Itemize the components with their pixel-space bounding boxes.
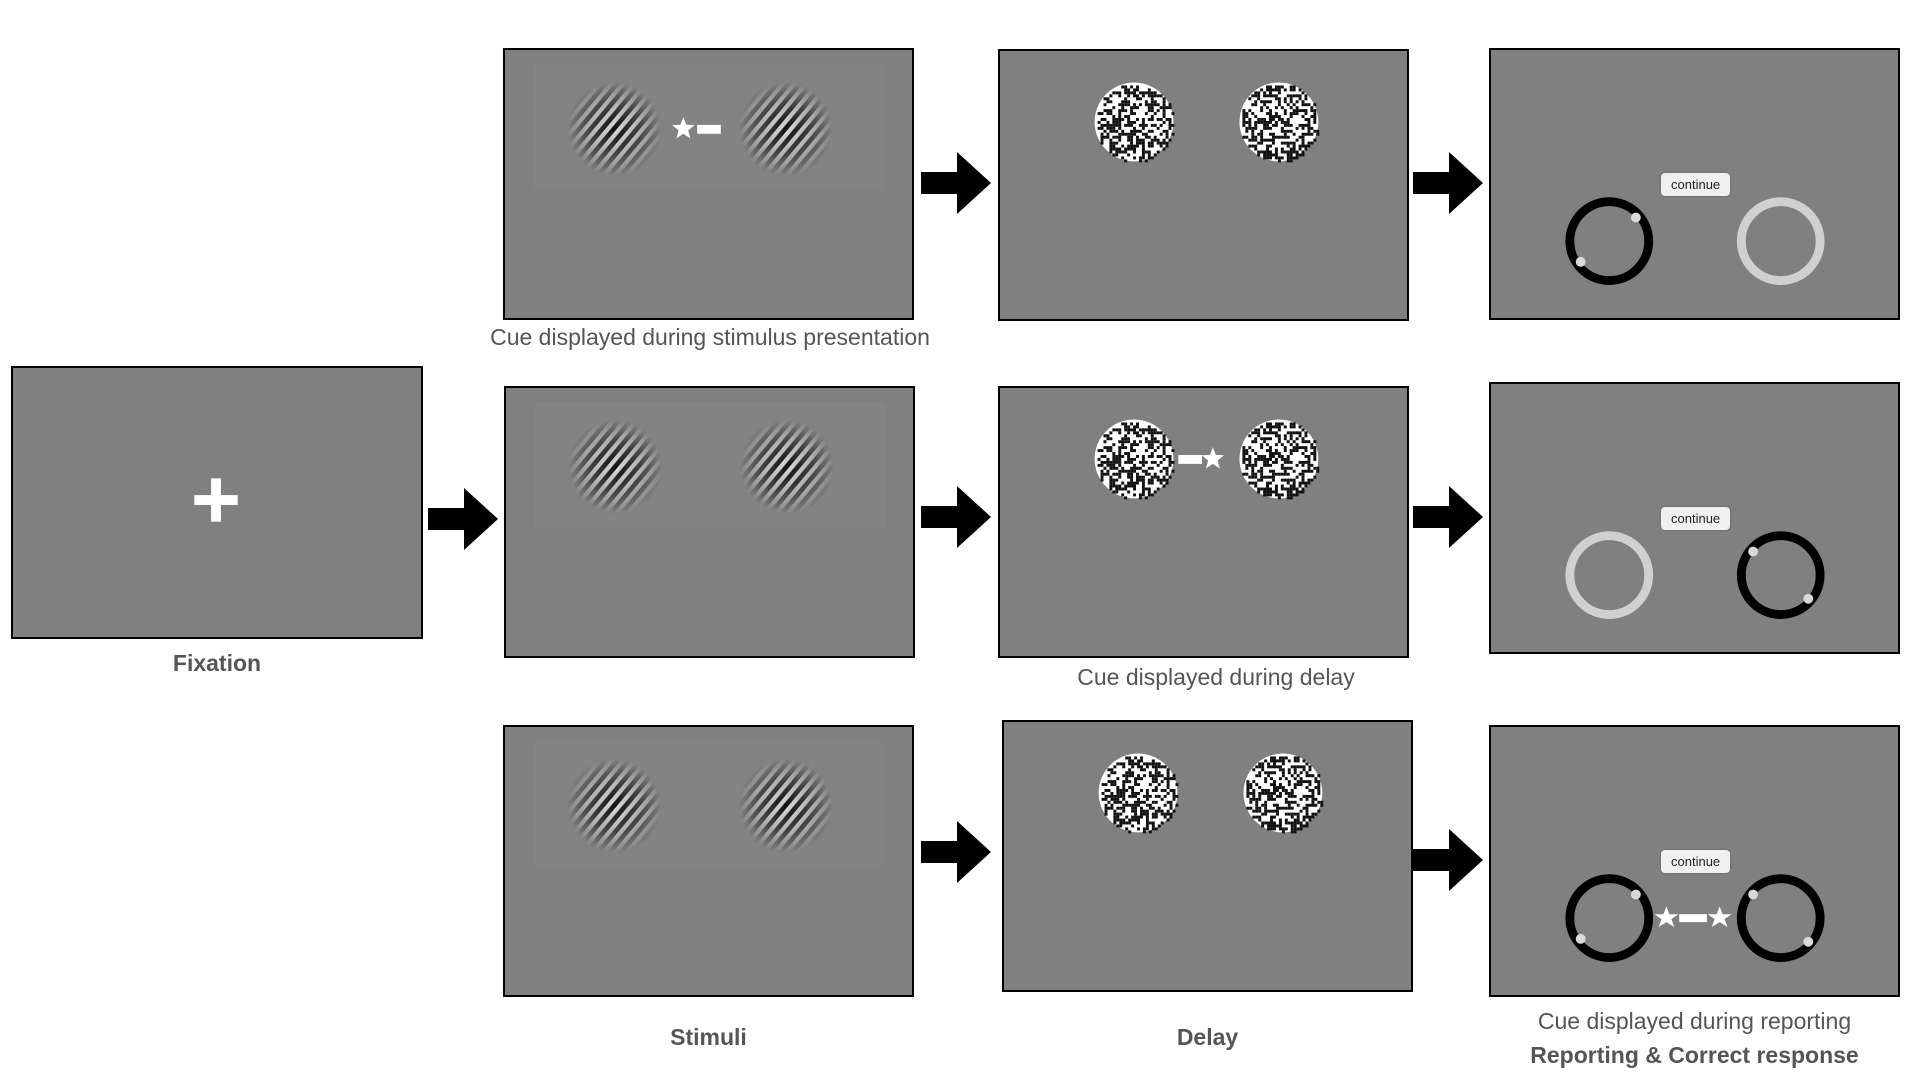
wheel-handle [1630,212,1641,223]
continue-button[interactable]: continue [1661,507,1731,530]
report-panel-top: continue [1489,48,1900,320]
wheel-handle [1748,546,1759,557]
response-wheel-active [1736,531,1825,619]
gabor-patch [534,388,699,551]
gabor-patch [533,50,698,213]
fixation-cross [194,478,238,522]
right-arrow-icon [1413,152,1483,214]
wheel-handle [1575,256,1586,267]
response-wheel-inactive [1736,197,1825,285]
wheel-handle [1630,889,1641,900]
noise-patch [1094,419,1175,500]
noise-patch [1243,753,1324,834]
right-arrow-icon [921,486,991,548]
continue-button[interactable]: continue [1661,173,1731,196]
delay-panel-bottom [1002,720,1413,992]
response-wheel-inactive [1565,531,1654,619]
fixation-panel [11,366,423,639]
gabor-patch [533,727,698,890]
star-cue-icon [672,117,695,139]
right-arrow-icon [1413,829,1483,891]
wheel-handle [1575,933,1586,944]
cue-delay-caption: Cue displayed during delay [1077,664,1355,690]
stimuli-caption: Stimuli [670,1024,747,1050]
star-cue-icon [1201,447,1225,469]
response-wheel-active [1565,197,1654,285]
noise-patch [1094,82,1175,163]
wheel-handle [1803,936,1814,947]
noise-patch [1098,753,1179,834]
report-panel-bottom: continue [1489,725,1900,997]
cue-reporting-caption: Cue displayed during reporting [1537,1008,1852,1034]
cue-stimulus-caption: Cue displayed during stimulus presentati… [490,324,930,350]
delay-panel-middle [998,386,1409,658]
stimulus-panel-bottom [503,725,914,997]
right-arrow-icon [921,821,991,883]
stimulus-panel-middle [504,386,915,658]
right-arrow-icon [428,488,498,550]
fixation-caption: Fixation [172,650,262,676]
wheel-handle [1803,593,1814,604]
star-bar-cue-icon [1654,906,1732,928]
delay-caption: Delay [1176,1024,1239,1050]
wheel-handle [1748,889,1759,900]
right-arrow-icon [1413,486,1483,548]
gabor-patch [705,727,870,890]
response-wheel-active [1565,874,1654,962]
right-arrow-icon [921,152,991,214]
gabor-patch [706,388,871,551]
noise-patch [1239,419,1320,500]
gabor-patch [705,50,870,213]
noise-patch [1239,82,1320,163]
delay-panel-top [998,49,1409,321]
continue-button[interactable]: continue [1661,850,1731,873]
report-panel-middle: continue [1489,382,1900,654]
response-wheel-active [1736,874,1825,962]
reporting-caption: Reporting & Correct response [1530,1042,1859,1068]
stimulus-panel-top [503,48,914,320]
